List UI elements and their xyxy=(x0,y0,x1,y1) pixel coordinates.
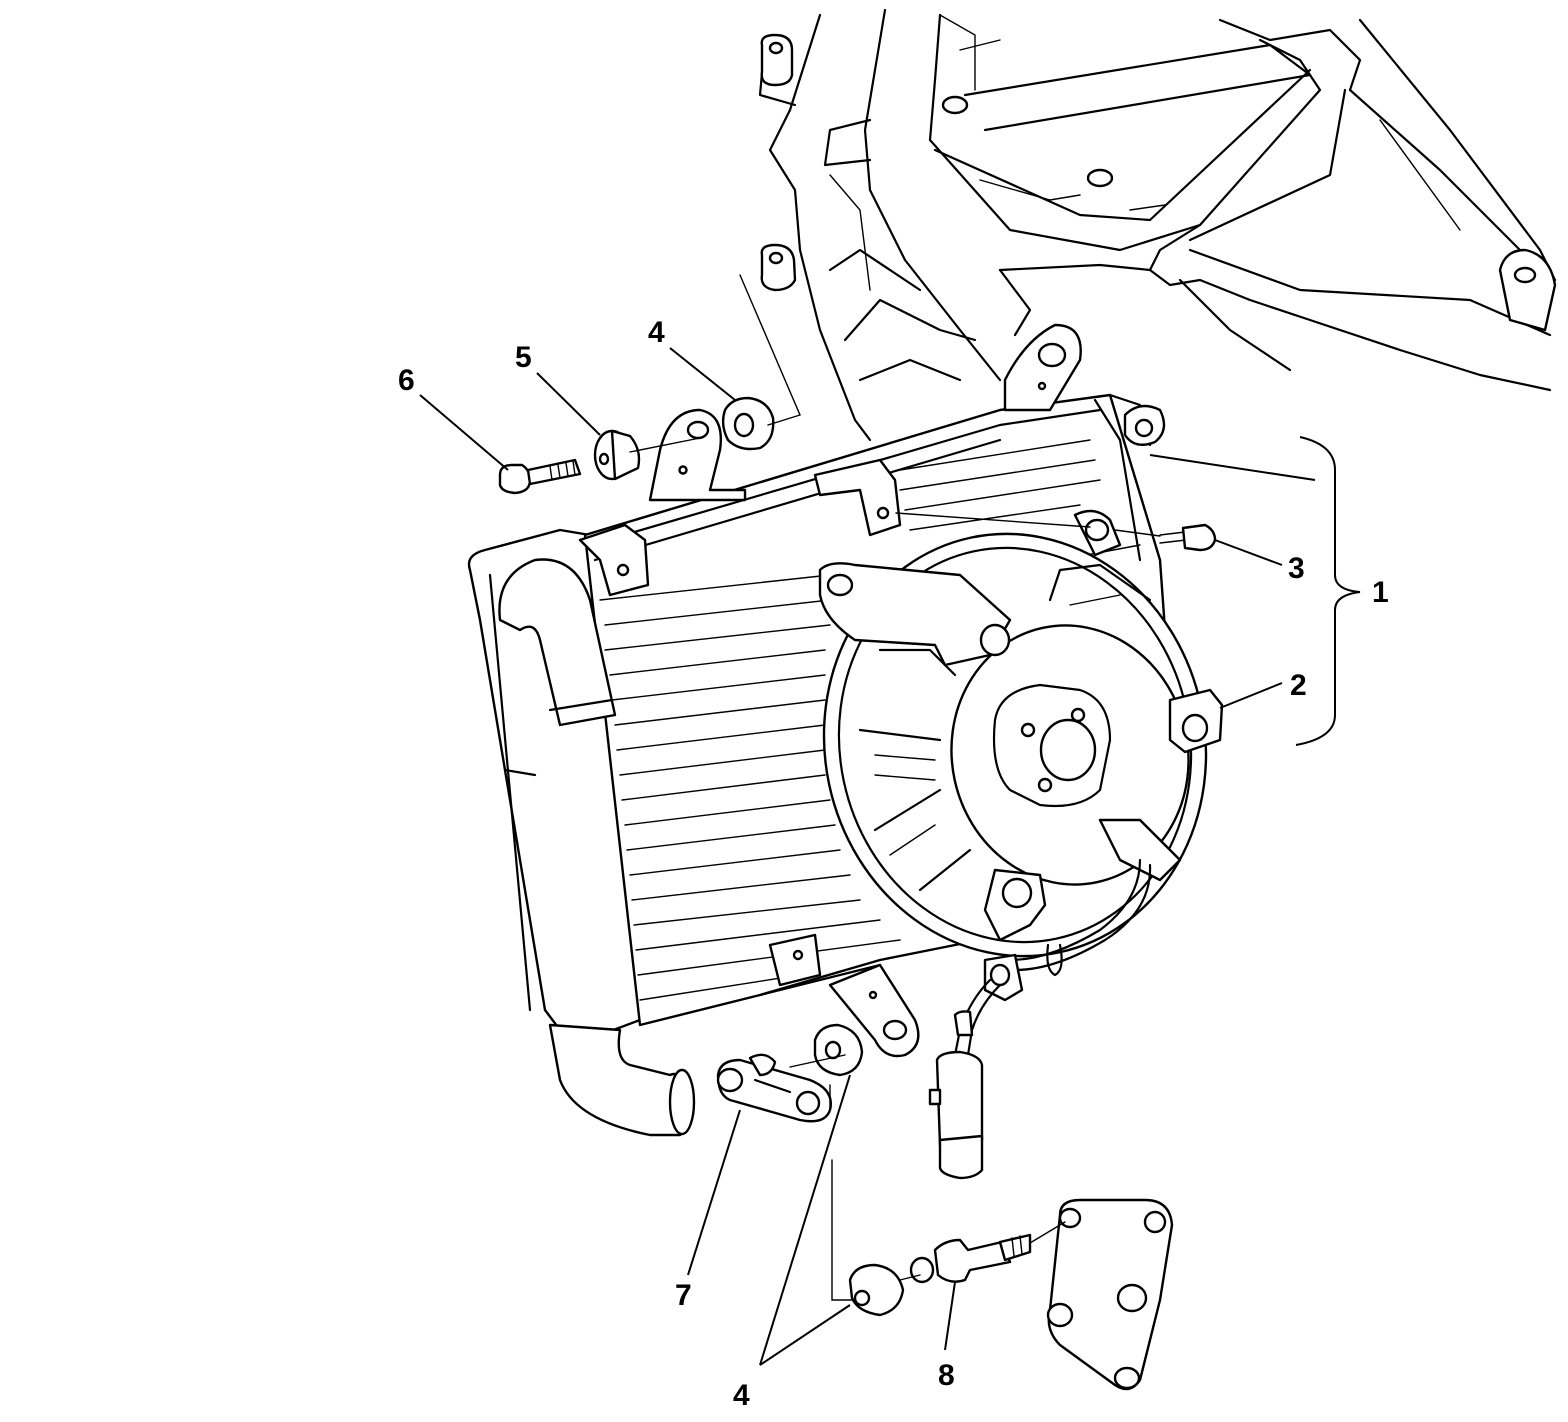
callout-4-top: 4 xyxy=(648,316,665,349)
frame-side-plate xyxy=(1046,1198,1174,1391)
callout-6: 6 xyxy=(398,364,415,397)
part-7-bracket xyxy=(716,1053,832,1123)
callout-7: 7 xyxy=(675,1279,692,1312)
callout-1: 1 xyxy=(1372,576,1389,609)
callout-4-bottom: 4 xyxy=(733,1379,750,1412)
part-5-spacer xyxy=(593,429,641,481)
callouts: 1 2 3 4 4 5 6 7 8 xyxy=(398,316,1389,1412)
part-3-screw xyxy=(1159,523,1217,552)
callout-5: 5 xyxy=(515,341,532,374)
leader-lines xyxy=(419,274,1361,1366)
callout-8: 8 xyxy=(938,1359,955,1392)
frame-outline xyxy=(758,8,1557,442)
callout-3: 3 xyxy=(1288,552,1305,585)
part-8-pin xyxy=(909,1233,1032,1284)
cooling-fan xyxy=(818,509,1224,1180)
part-6-bolt xyxy=(498,458,582,495)
part-4-grommet-middle xyxy=(813,1023,864,1077)
radiator-fins xyxy=(599,439,1141,1001)
part-4-grommet-bottom xyxy=(848,1263,905,1317)
callout-2: 2 xyxy=(1290,669,1307,702)
part-4-grommet-top xyxy=(721,396,775,451)
